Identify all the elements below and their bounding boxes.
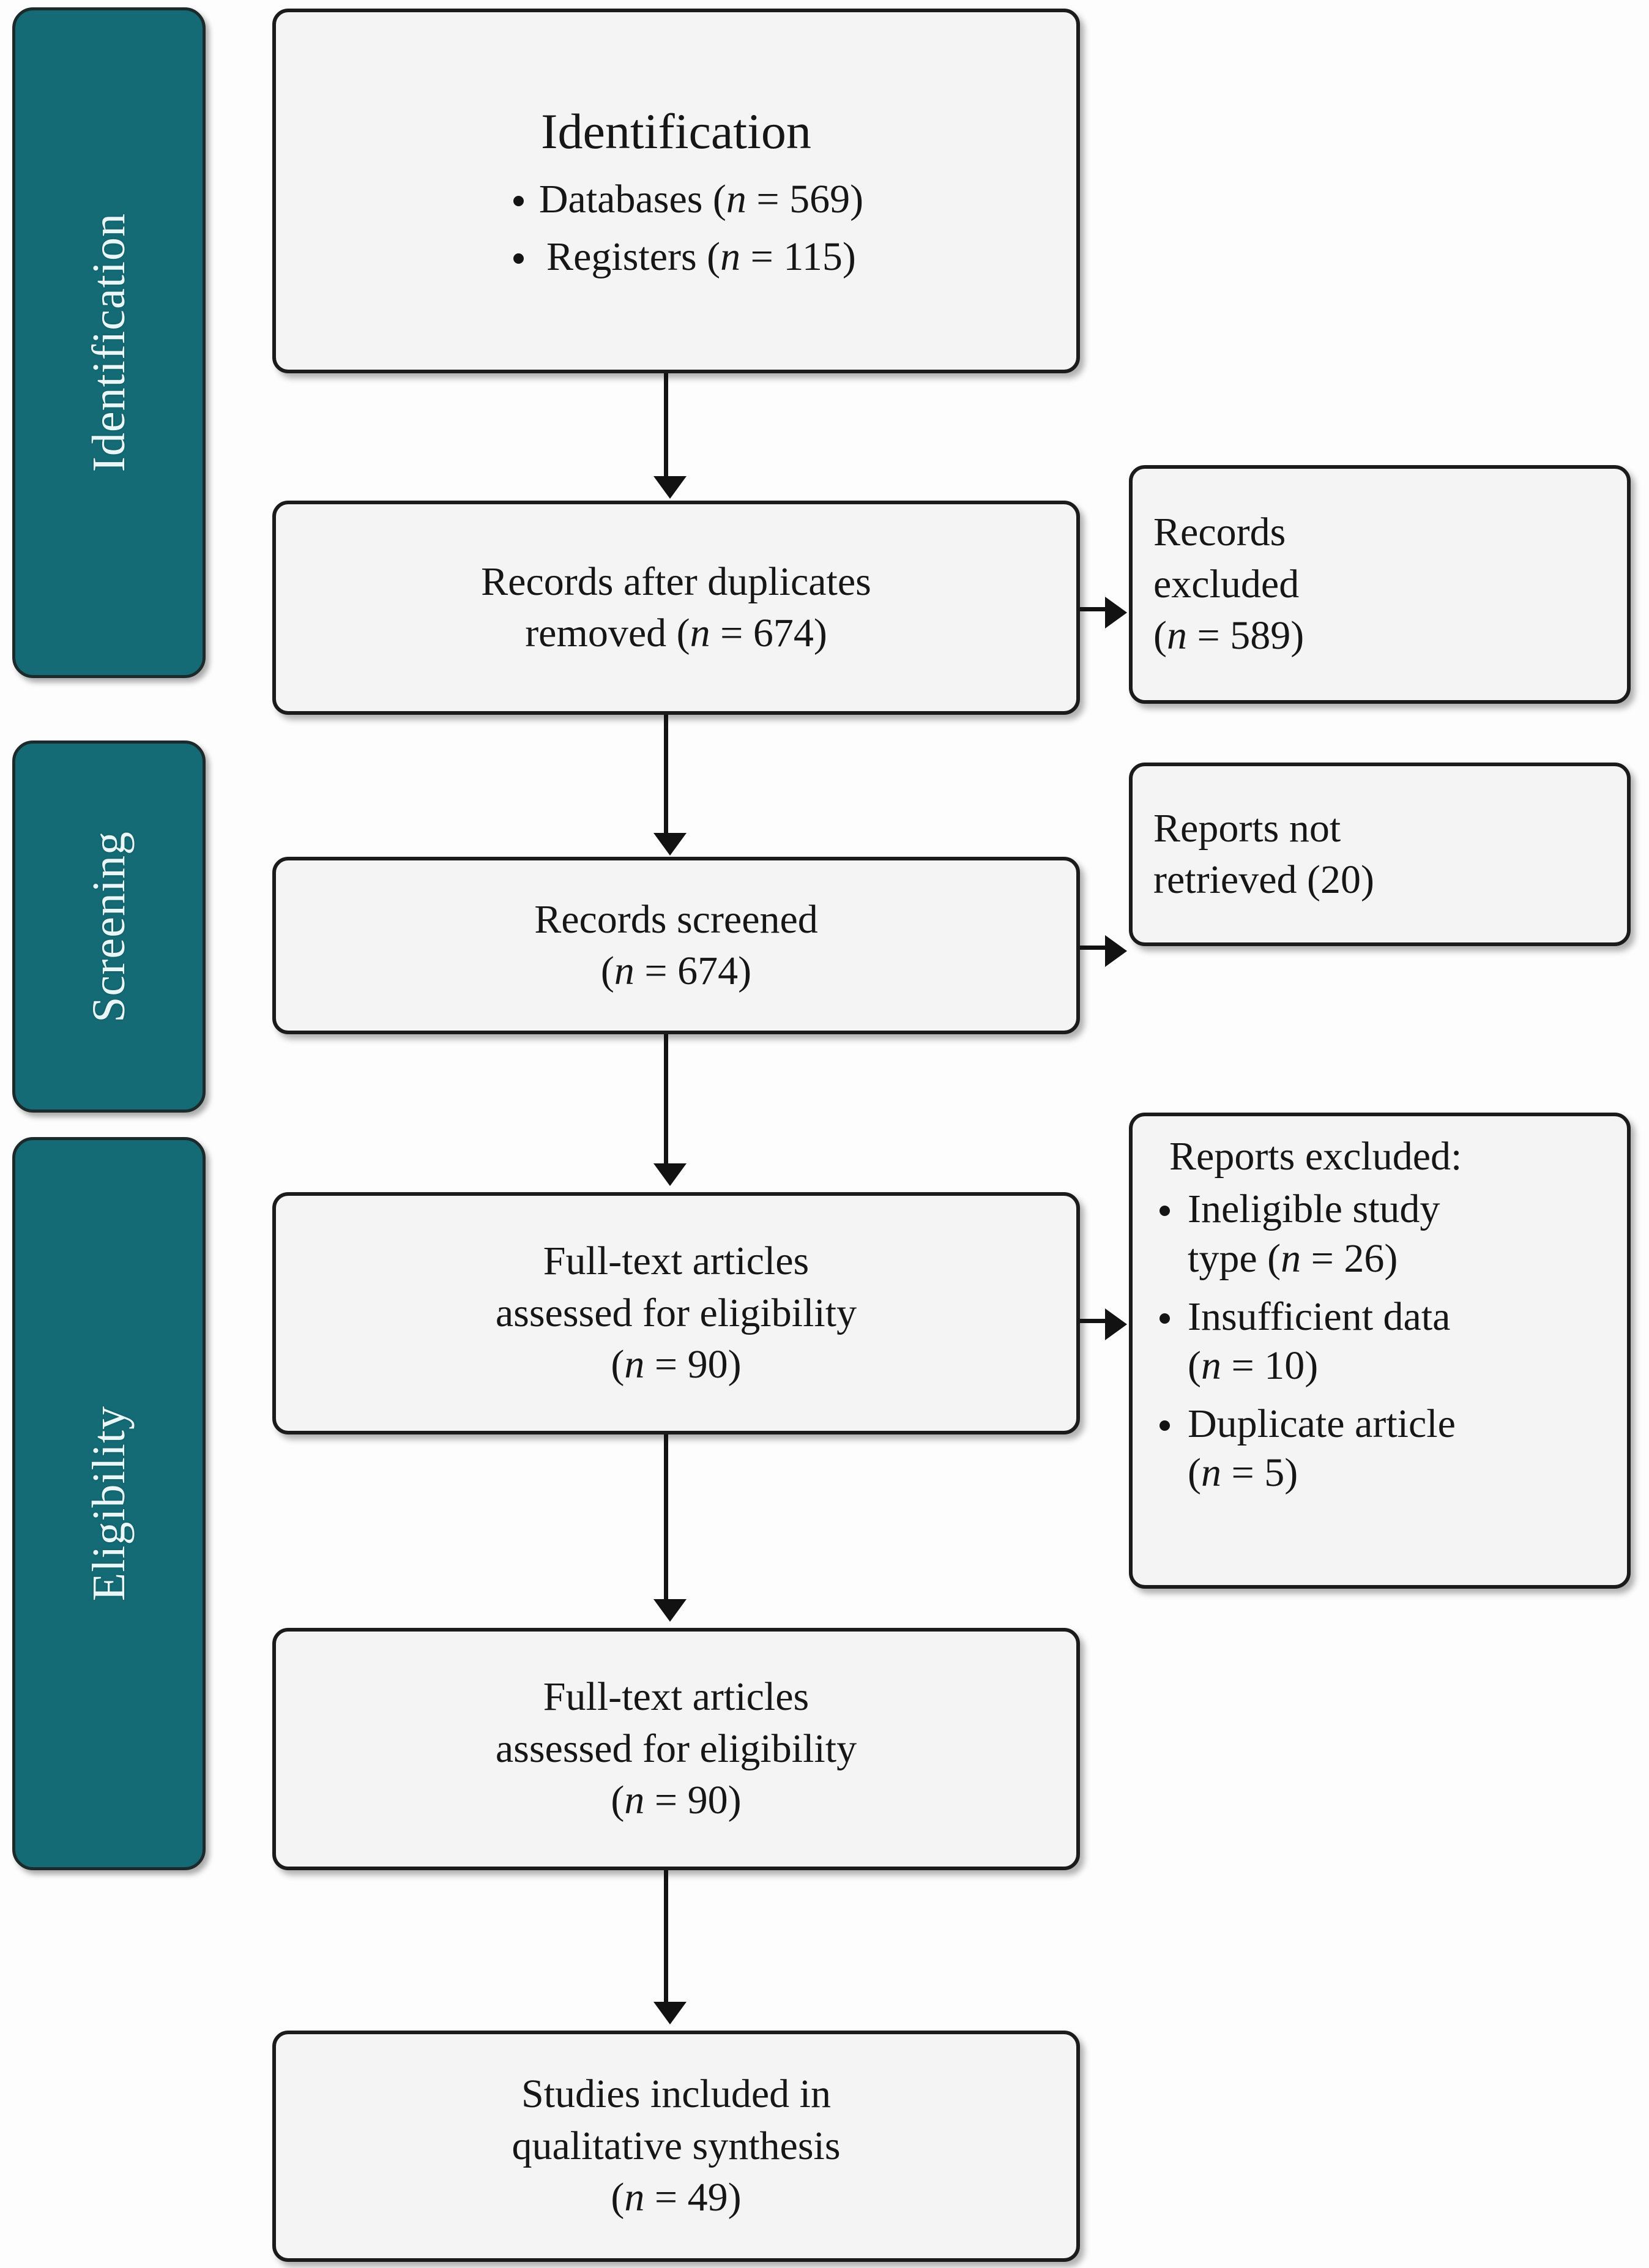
box-studies-included-line2: qualitative synthesis (512, 2123, 841, 2168)
n-symbol: n (1166, 613, 1187, 658)
box-records-excluded-line2: excluded (1153, 561, 1300, 606)
stage-band-screening: Screening (12, 740, 206, 1113)
bullet-value-databases: = 569) (746, 176, 864, 222)
n-symbol: n (726, 176, 746, 222)
arrow-screened-to-reports-not-retrieved (1080, 935, 1127, 967)
n-symbol: n (690, 611, 710, 655)
n-symbol: n (1281, 1236, 1301, 1281)
bullet-line2: type (n = 26) (1188, 1234, 1615, 1284)
box-records-after-duplicates: Records after duplicates removed (n = 67… (272, 501, 1080, 715)
n-symbol: n (624, 2175, 645, 2220)
n-symbol: n (624, 1778, 645, 1823)
box-full-text-assessed-2-line2: assessed for eligibility (495, 1726, 857, 1771)
bullet-line1: Duplicate article (1188, 1401, 1456, 1446)
line-prefix: ( (1188, 1450, 1201, 1496)
box-records-screened: Records screened (n = 674) (272, 857, 1080, 1034)
bullet-text-databases: Databases ( (538, 176, 726, 222)
line-suffix: = 5) (1221, 1450, 1298, 1496)
arrow-full-text-1-to-full-text-2 (653, 1434, 687, 1622)
box-reports-not-retrieved-line2: retrieved (20) (1153, 857, 1374, 902)
line-suffix: = 90) (644, 1778, 742, 1823)
box-full-text-assessed-1: Full-text articles assessed for eligibil… (272, 1192, 1080, 1434)
box-identification-title: Identification (541, 103, 811, 159)
line-prefix: removed ( (525, 611, 690, 655)
line-prefix: ( (600, 949, 614, 993)
bullet-line1: Insufficient data (1188, 1294, 1451, 1339)
box-reports-not-retrieved: Reports not retrieved (20) (1129, 763, 1631, 946)
line-prefix: ( (611, 1342, 625, 1387)
box-full-text-assessed-1-line2: assessed for eligibility (495, 1290, 857, 1335)
stage-label-eligibility: Eligibility (83, 1406, 135, 1602)
line-suffix: = 674) (634, 949, 752, 993)
box-records-after-duplicates-line2: removed (n = 674) (525, 608, 827, 659)
line-prefix: type ( (1188, 1236, 1281, 1281)
box-full-text-assessed-2-line1: Full-text articles (543, 1674, 810, 1720)
box-records-excluded-line3: (n = 589) (1153, 610, 1304, 662)
list-item: Ineligible study type (n = 26) (1153, 1185, 1615, 1283)
line-prefix: ( (1188, 1343, 1201, 1389)
n-symbol: n (614, 949, 635, 993)
bullet-value-registers: = 115) (740, 234, 856, 280)
line-prefix: ( (611, 2175, 625, 2220)
line-prefix: ( (611, 1778, 625, 1823)
list-item: Duplicate article (n = 5) (1153, 1400, 1615, 1498)
box-reports-not-retrieved-line1: Reports not (1153, 805, 1341, 851)
box-records-excluded: Records excluded (n = 589) (1129, 465, 1631, 704)
box-records-excluded-line1: Records (1153, 510, 1286, 555)
line-suffix: = 674) (710, 611, 827, 655)
arrow-full-text-2-to-studies-included (653, 1870, 687, 2024)
arrow-identification-to-duplicates (653, 373, 687, 499)
list-item: Databases (n = 569) (507, 175, 863, 225)
bullet-text-registers: Registers ( (546, 234, 721, 280)
stage-band-identification: Identification (12, 7, 206, 678)
box-records-after-duplicates-line1: Records after duplicates (481, 559, 871, 604)
box-reports-excluded: Reports excluded: Ineligible study type … (1129, 1113, 1631, 1589)
line-suffix: = 589) (1186, 613, 1305, 658)
box-records-screened-line2: (n = 674) (601, 946, 751, 997)
n-symbol: n (1200, 1450, 1221, 1496)
line-prefix: ( (1153, 613, 1167, 658)
line-suffix: = 49) (644, 2175, 742, 2220)
arrow-full-text-to-reports-excluded (1080, 1308, 1127, 1340)
stage-band-eligibility: Eligibility (12, 1137, 206, 1870)
n-symbol: n (1200, 1343, 1221, 1389)
n-symbol: n (624, 1342, 645, 1387)
box-identification-bullet-list: Databases (n = 569) Registers (n = 115) (507, 173, 863, 282)
bullet-line2: (n = 10) (1188, 1341, 1615, 1391)
stage-label-identification: Identification (83, 213, 135, 472)
box-full-text-assessed-1-line1: Full-text articles (543, 1239, 810, 1284)
line-suffix: = 26) (1301, 1236, 1398, 1281)
box-studies-included-line1: Studies included in (521, 2072, 831, 2117)
box-full-text-assessed-1-line3: (n = 90) (611, 1339, 741, 1390)
box-records-screened-line1: Records screened (534, 897, 818, 942)
list-item: Insufficient data (n = 10) (1153, 1293, 1615, 1391)
box-reports-excluded-bullet-list: Ineligible study type (n = 26) Insuffici… (1153, 1182, 1615, 1498)
box-full-text-assessed-2: Full-text articles assessed for eligibil… (272, 1628, 1080, 1870)
line-suffix: = 90) (644, 1342, 742, 1387)
bullet-line1: Ineligible study (1188, 1187, 1440, 1232)
list-item: Registers (n = 115) (507, 233, 863, 282)
box-full-text-assessed-2-line3: (n = 90) (611, 1775, 741, 1826)
arrow-screened-to-full-text-1 (653, 1034, 687, 1186)
n-symbol: n (720, 234, 741, 280)
box-studies-included-line3: (n = 49) (611, 2172, 741, 2223)
arrow-duplicates-to-screened (653, 715, 687, 856)
line-suffix: = 10) (1221, 1343, 1319, 1389)
box-reports-excluded-heading: Reports excluded: (1169, 1134, 1462, 1179)
arrow-duplicates-to-records-excluded (1080, 597, 1127, 629)
box-identification: Identification Databases (n = 569) Regis… (272, 9, 1080, 373)
bullet-line2: (n = 5) (1188, 1449, 1615, 1498)
stage-label-screening: Screening (83, 830, 135, 1023)
box-studies-included: Studies included in qualitative synthesi… (272, 2031, 1080, 2262)
